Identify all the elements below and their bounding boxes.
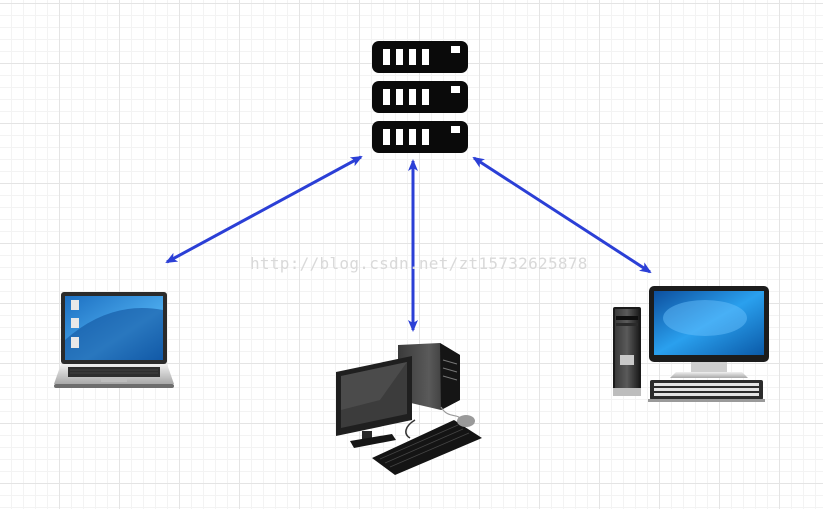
laptop-icon <box>54 292 174 388</box>
server-unit <box>372 121 468 153</box>
arrow-server-laptop <box>165 155 363 264</box>
server-unit <box>372 81 468 113</box>
watermark-text: http://blog.csdn.net/zt15732625878 <box>250 254 588 273</box>
arrow-server-desktop <box>472 156 652 274</box>
server-rack-icon <box>372 41 468 153</box>
server-unit <box>372 41 468 73</box>
tower-desktop-icon <box>336 343 482 475</box>
desktop-computer-icon <box>613 286 769 402</box>
